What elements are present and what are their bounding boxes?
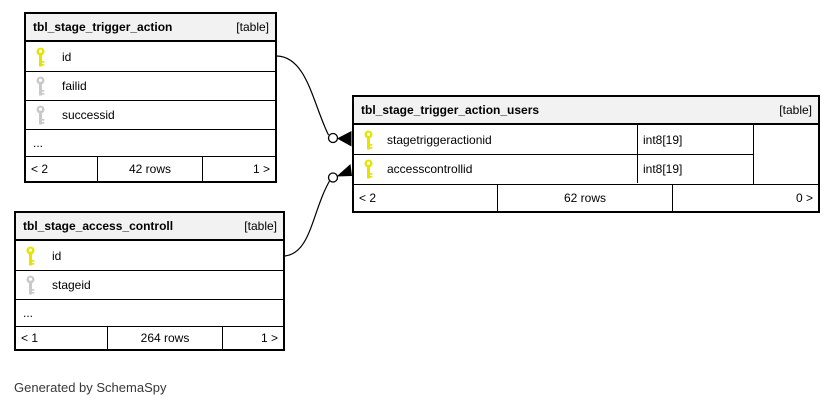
- column-name: successid: [62, 108, 115, 122]
- footer-row-count: 264 rows: [107, 327, 222, 349]
- column-row-id: id: [26, 42, 275, 71]
- table-name: tbl_stage_trigger_action_users: [361, 103, 540, 117]
- column-type: int8[19]: [643, 132, 683, 147]
- table-header: tbl_stage_trigger_action [table]: [26, 14, 275, 42]
- arrowhead-icon: [336, 164, 352, 177]
- column-row-successid: successid: [26, 100, 275, 129]
- edge-curve: [276, 55, 330, 136]
- column-row-stagetriggeractionid: stagetriggeractionid int8[19]: [354, 125, 753, 154]
- edge-curve: [284, 180, 331, 257]
- footer-parents-count: 0 >: [672, 185, 818, 211]
- primary-key-icon: [25, 246, 36, 266]
- column-name: id: [52, 248, 62, 263]
- empty-attributes-cell: [753, 125, 818, 184]
- table-node-tbl-stage-access-controll[interactable]: tbl_stage_access_controll [table] id sta…: [14, 211, 285, 351]
- column-row-stageid: stageid: [16, 270, 283, 299]
- indexed-key-icon: [35, 76, 46, 96]
- table-header: tbl_stage_trigger_action_users [table]: [354, 97, 818, 125]
- column-row-accesscontrollid: accesscontrollid int8[19]: [354, 154, 753, 183]
- primary-key-icon: [35, 47, 46, 67]
- hidden-columns-ellipsis: ...: [16, 299, 283, 326]
- primary-key-icon: [363, 159, 374, 179]
- fk-edge-trigger-action-id-to-users: [276, 55, 352, 147]
- column-name: id: [62, 49, 72, 64]
- table-body: stagetriggeractionid int8[19] accesscont…: [354, 125, 818, 184]
- footer-children-count: < 2: [31, 162, 49, 176]
- column-row-failid: failid: [26, 71, 275, 100]
- table-header: tbl_stage_access_controll [table]: [16, 213, 283, 241]
- column-name: stagetriggeractionid: [387, 132, 492, 147]
- hidden-columns-ellipsis: ...: [26, 129, 275, 156]
- footer-row-count: 62 rows: [497, 185, 672, 211]
- column-name: accesscontrollid: [387, 162, 473, 176]
- footer-children-count: < 2: [359, 191, 377, 205]
- table-name: tbl_stage_trigger_action: [33, 20, 173, 34]
- arrowhead-icon: [337, 131, 352, 147]
- ellipsis-label: ...: [23, 306, 34, 320]
- column-type: int8[19]: [643, 162, 683, 176]
- table-type-badge: [table]: [236, 20, 269, 34]
- indexed-key-icon: [25, 275, 36, 295]
- fk-edge-access-controll-id-to-users: [284, 164, 352, 257]
- column-type-cell: int8[19]: [637, 125, 753, 154]
- column-type-cell: int8[19]: [637, 155, 753, 183]
- column-rows: stagetriggeractionid int8[19] accesscont…: [354, 125, 753, 184]
- table-footer: < 2 42 rows 1 >: [26, 156, 275, 181]
- generated-by-caption: Generated by SchemaSpy: [14, 380, 167, 395]
- table-type-badge: [table]: [244, 219, 277, 233]
- footer-parents-count: 1 >: [202, 157, 275, 181]
- table-node-tbl-stage-trigger-action-users[interactable]: tbl_stage_trigger_action_users [table] s…: [352, 95, 820, 213]
- column-name: stageid: [52, 278, 91, 292]
- table-name: tbl_stage_access_controll: [23, 219, 174, 233]
- cardinality-circle-icon: [327, 172, 339, 183]
- table-footer: < 2 62 rows 0 >: [354, 184, 818, 211]
- footer-row-count: 42 rows: [97, 157, 202, 181]
- column-name: failid: [62, 79, 87, 93]
- column-name-cell: accesscontrollid: [354, 155, 637, 183]
- cardinality-circle-icon: [327, 132, 339, 144]
- column-row-id: id: [16, 241, 283, 270]
- column-name-cell: stagetriggeractionid: [354, 125, 637, 154]
- ellipsis-label: ...: [33, 136, 44, 150]
- table-type-badge: [table]: [779, 103, 812, 117]
- primary-key-icon: [363, 130, 374, 150]
- indexed-key-icon: [35, 105, 46, 125]
- footer-parents-count: 1 >: [222, 327, 283, 349]
- table-footer: < 1 264 rows 1 >: [16, 326, 283, 349]
- footer-children-count: < 1: [21, 331, 39, 345]
- table-node-tbl-stage-trigger-action[interactable]: tbl_stage_trigger_action [table] id fail…: [24, 12, 277, 183]
